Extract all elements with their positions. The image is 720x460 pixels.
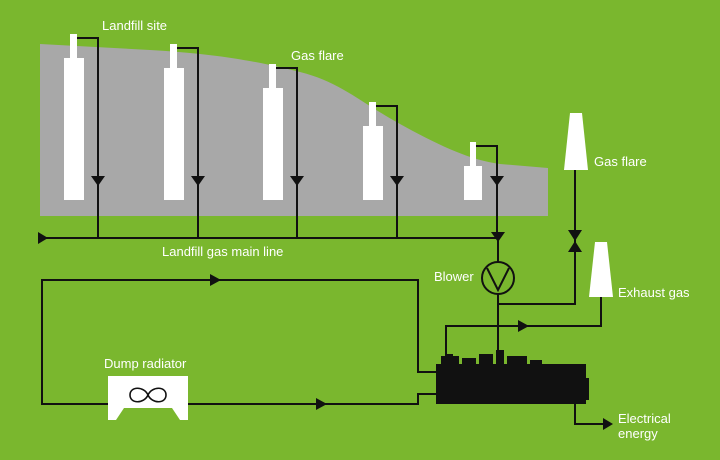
gas-flare-label-top: Gas flare <box>291 48 344 63</box>
cooling-loop <box>41 279 436 405</box>
flare-stack-icon <box>589 242 613 297</box>
blower-label: Blower <box>434 269 474 284</box>
electrical-output <box>574 404 613 430</box>
dump-radiator-icon <box>108 376 188 420</box>
flow-arrows <box>38 176 505 244</box>
dump-radiator-label: Dump radiator <box>104 356 187 371</box>
cooling-arrows <box>210 274 327 410</box>
exhaust-line <box>445 297 602 364</box>
gas-well-icon <box>164 44 184 200</box>
flare-stack-icon <box>564 113 588 170</box>
blower-icon <box>481 238 515 364</box>
gas-well-icon <box>263 64 283 200</box>
electrical-energy-label-line2: energy <box>618 426 658 441</box>
valve-icon <box>568 230 582 252</box>
gas-well-icon <box>64 34 84 200</box>
gas-well-icon <box>464 142 482 200</box>
engine-generator-icon <box>436 350 589 404</box>
gas-well-icon <box>363 102 383 200</box>
gas-flare-label-right: Gas flare <box>594 154 647 169</box>
landfill-site-label: Landfill site <box>102 18 167 33</box>
electrical-energy-label: Electrical <box>618 411 671 426</box>
flare-branch <box>498 170 576 305</box>
exhaust-gas-label: Exhaust gas <box>618 285 690 300</box>
main-line-label: Landfill gas main line <box>162 244 283 259</box>
